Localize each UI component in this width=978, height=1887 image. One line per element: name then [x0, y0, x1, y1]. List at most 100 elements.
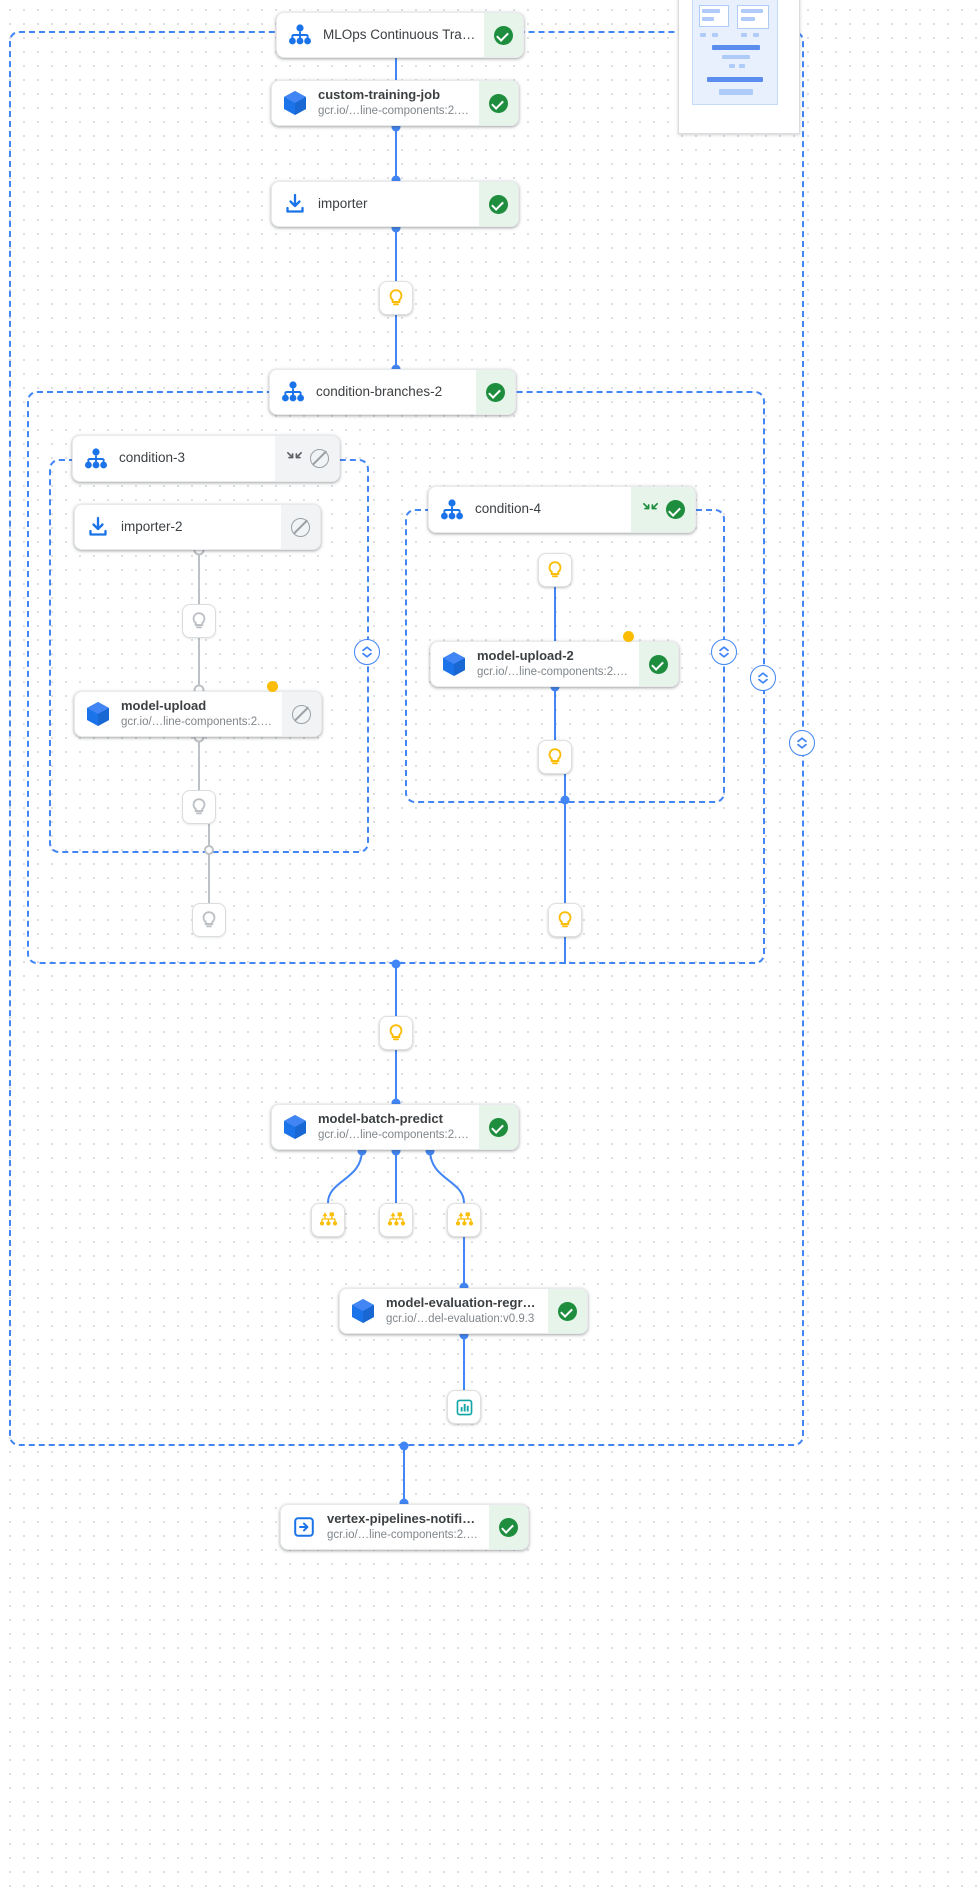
node-model-batch-predict[interactable]: model-batch-predict gcr.io/…line-compone…: [271, 1104, 519, 1150]
expander-root-pipeline[interactable]: [789, 730, 815, 756]
minimap-bar-4: [741, 17, 755, 21]
node-importer-2[interactable]: importer-2: [74, 504, 321, 550]
node-subtitle: gcr.io/…line-components:2.6.0: [318, 105, 471, 118]
dag-node-icon: [270, 370, 316, 414]
check-circle-icon: [494, 25, 513, 45]
artifact-chip-lightbulb-6[interactable]: [538, 740, 572, 774]
minimap-bar-11: [729, 64, 735, 68]
node-label-block: model-upload-2 gcr.io/…line-components:2…: [477, 642, 639, 686]
node-label-block: condition-4: [475, 487, 631, 532]
expander-condition-4[interactable]: [711, 639, 737, 665]
minimap-bar-6: [712, 33, 718, 37]
lightbulb-icon: [192, 798, 206, 815]
collapse-arrows-icon[interactable]: [641, 500, 660, 519]
artifact-chip-dataset-1[interactable]: [311, 1203, 345, 1237]
status-badge[interactable]: [476, 370, 515, 414]
node-title: importer-2: [121, 518, 183, 534]
check-circle-icon: [489, 1117, 508, 1137]
no-entry-icon: [291, 517, 310, 537]
expand-less-more-icon: [758, 672, 768, 684]
status-badge[interactable]: [548, 1289, 587, 1333]
node-title: model-evaluation-regres…: [386, 1294, 540, 1310]
check-circle-icon: [558, 1301, 577, 1321]
warning-dot-model-upload-2: [623, 631, 634, 642]
minimap-bar-9: [712, 45, 760, 50]
dag-node-icon: [73, 436, 119, 481]
node-custom-training-job[interactable]: custom-training-job gcr.io/…line-compone…: [271, 80, 519, 126]
node-title: model-upload: [121, 697, 207, 713]
status-badge[interactable]: [479, 182, 518, 226]
graph-minimap[interactable]: [678, 0, 800, 134]
artifact-chip-lightbulb-5[interactable]: [538, 553, 572, 587]
expander-condition-branches-2[interactable]: [750, 665, 776, 691]
dataset-icon: [455, 1212, 474, 1226]
node-condition-3[interactable]: condition-3: [72, 435, 340, 482]
artifact-chip-lightbulb-4[interactable]: [192, 903, 226, 937]
check-circle-icon: [649, 654, 668, 674]
dag-node-icon: [277, 13, 323, 57]
status-badge[interactable]: [275, 436, 339, 481]
node-importer[interactable]: importer: [271, 181, 519, 227]
status-badge[interactable]: [282, 692, 321, 736]
artifact-chip-lightbulb-7[interactable]: [548, 903, 582, 937]
artifact-chip-dataset-3[interactable]: [447, 1203, 481, 1237]
artifact-chip-lightbulb-2[interactable]: [182, 604, 216, 638]
minimap-bar-13: [707, 77, 763, 82]
import-icon: [272, 182, 318, 226]
minimap-bar-7: [741, 33, 747, 37]
artifact-chip-dataset-2[interactable]: [379, 1203, 413, 1237]
cube-icon: [431, 642, 477, 686]
status-badge[interactable]: [281, 505, 320, 549]
lightbulb-icon: [202, 911, 216, 928]
expand-less-more-icon: [362, 646, 372, 658]
minimap-bar-14: [719, 89, 753, 95]
node-label-block: importer-2: [121, 505, 281, 549]
check-circle-icon: [486, 382, 505, 402]
node-label-block: model-evaluation-regres… gcr.io/…del-eva…: [386, 1289, 548, 1333]
minimap-bar-8: [753, 33, 759, 37]
node-subtitle: gcr.io/…del-evaluation:v0.9.3: [386, 1313, 535, 1326]
artifact-chip-lightbulb-3[interactable]: [182, 790, 216, 824]
node-title: custom-training-job: [318, 86, 441, 102]
node-mlops-continuous-training[interactable]: MLOps Continuous Traini…: [276, 12, 524, 58]
node-model-upload-2[interactable]: model-upload-2 gcr.io/…line-components:2…: [430, 641, 679, 687]
node-label-block: model-batch-predict gcr.io/…line-compone…: [318, 1105, 479, 1149]
node-title: condition-4: [475, 501, 542, 517]
collapse-arrows-icon[interactable]: [285, 449, 304, 468]
artifact-chip-metrics[interactable]: [447, 1390, 481, 1424]
artifact-chip-lightbulb-8[interactable]: [379, 1016, 413, 1050]
check-circle-icon: [499, 1517, 518, 1537]
status-badge[interactable]: [479, 1105, 518, 1149]
status-badge[interactable]: [489, 1505, 528, 1549]
node-condition-branches-2[interactable]: condition-branches-2: [269, 369, 516, 415]
lightbulb-icon: [389, 289, 403, 306]
node-vertex-pipelines-notification[interactable]: vertex-pipelines-notificat… gcr.io/…line…: [280, 1504, 529, 1550]
node-model-evaluation-regression[interactable]: model-evaluation-regres… gcr.io/…del-eva…: [339, 1288, 588, 1334]
node-condition-4[interactable]: condition-4: [428, 486, 696, 533]
expander-condition-3[interactable]: [354, 639, 380, 665]
import-icon: [75, 505, 121, 549]
node-subtitle: gcr.io/…line-components:2.6.0: [327, 1529, 481, 1542]
minimap-bar-5: [700, 33, 706, 37]
status-badge[interactable]: [484, 13, 523, 57]
node-model-upload[interactable]: model-upload gcr.io/…line-components:2.6…: [74, 691, 322, 737]
status-badge[interactable]: [479, 81, 518, 125]
minimap-bar-2: [702, 17, 714, 21]
node-title: vertex-pipelines-notificat…: [327, 1510, 481, 1526]
node-title: model-upload-2: [477, 647, 574, 663]
check-circle-icon: [489, 93, 508, 113]
minimap-bar-3: [741, 9, 763, 13]
artifact-chip-lightbulb-1[interactable]: [379, 281, 413, 315]
node-title: MLOps Continuous Traini…: [323, 26, 476, 42]
no-entry-icon: [292, 704, 311, 724]
lightbulb-icon: [548, 748, 562, 765]
minimap-bar-10: [722, 55, 750, 59]
cube-icon: [272, 81, 318, 125]
check-circle-icon: [666, 500, 685, 519]
expand-less-more-icon: [719, 646, 729, 658]
status-badge[interactable]: [631, 487, 695, 532]
expand-less-more-icon: [797, 737, 807, 749]
status-badge[interactable]: [639, 642, 678, 686]
lightbulb-icon: [192, 612, 206, 629]
